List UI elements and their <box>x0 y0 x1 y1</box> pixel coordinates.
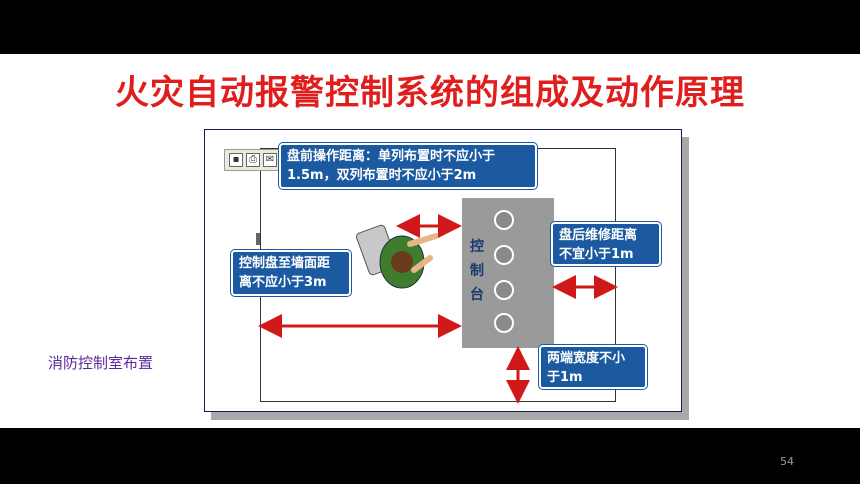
mail-icon[interactable]: ✉ <box>263 153 277 167</box>
callout-front-distance: 盘前操作距离：单列布置时不应小于 1.5m，双列布置时不应小于2m <box>279 143 537 189</box>
print-icon[interactable]: ⎙ <box>246 153 260 167</box>
door-mark <box>256 233 260 245</box>
callout-line: 1.5m，双列布置时不应小于2m <box>287 168 477 183</box>
callout-end-width: 两端宽度不小 于1m <box>539 345 647 389</box>
callout-line: 两端宽度不小 <box>547 351 626 366</box>
callout-line: 不宜小于1m <box>559 247 634 262</box>
console-indicator <box>494 210 514 230</box>
callout-line: 离不应小于3m <box>239 275 327 290</box>
callout-line: 控制盘至墙面距 <box>239 256 331 271</box>
page-number: 54 <box>780 455 794 468</box>
figure-caption: 消防控制室布置 <box>48 354 154 372</box>
console-label-char: 控 <box>470 239 484 255</box>
console-indicator <box>494 245 514 265</box>
callout-line: 盘前操作距离：单列布置时不应小于 <box>287 149 496 164</box>
callout-wall-distance: 控制盘至墙面距 离不应小于3m <box>231 250 351 296</box>
operator-figure <box>356 224 439 289</box>
console-indicator <box>494 280 514 300</box>
callout-line: 盘后维修距离 <box>559 228 638 243</box>
console-label-char: 台 <box>470 287 484 303</box>
console-indicator <box>494 313 514 333</box>
save-icon[interactable]: ▪ <box>229 153 243 167</box>
callout-line: 于1m <box>547 370 583 385</box>
slide-title: 火灾自动报警控制系统的组成及动作原理 <box>115 73 745 113</box>
console-label-char: 制 <box>470 263 484 279</box>
callout-rear-distance: 盘后维修距离 不宜小于1m <box>551 222 661 266</box>
